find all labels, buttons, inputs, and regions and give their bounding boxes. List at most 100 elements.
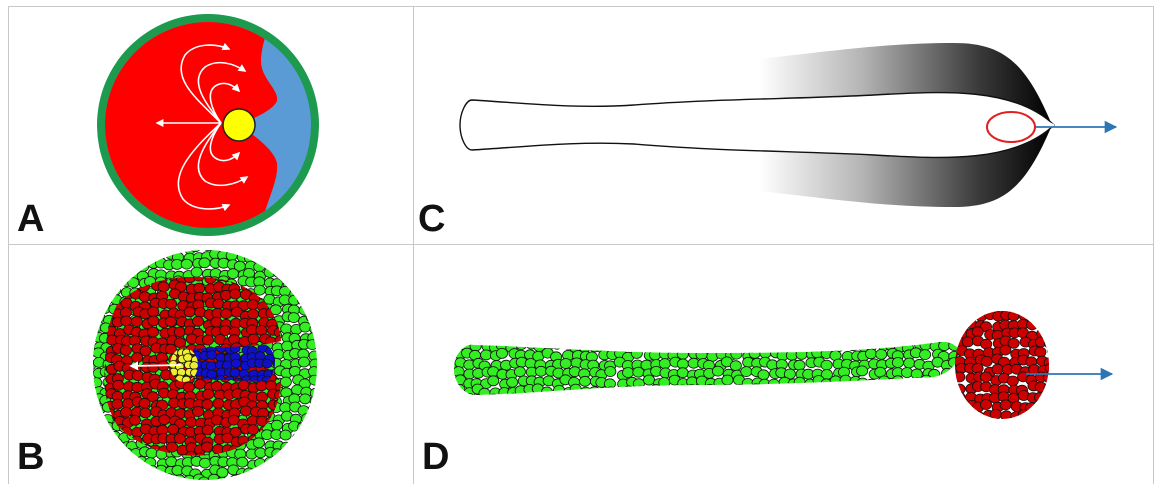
cell [91,245,102,251]
cell [713,393,724,403]
cell [643,341,654,351]
cell [289,468,300,478]
cell [678,333,689,343]
cell [804,394,815,404]
cell [877,333,888,343]
cell [516,340,527,350]
cell [280,245,291,254]
cell [902,331,913,341]
cell [1047,403,1058,413]
cell [306,306,317,316]
cell [813,384,824,394]
yellow-core [223,109,255,141]
cell [192,316,203,326]
elongated-outline [460,93,1054,158]
cell [309,285,320,295]
cell [560,359,571,369]
cell [252,250,263,260]
cell [587,394,598,404]
cell [910,384,921,394]
cell [472,395,483,405]
cell [100,441,111,451]
cell [715,387,726,397]
cell [633,367,644,377]
cell [677,385,688,395]
cell [194,283,205,293]
cell [596,393,607,403]
cell [146,251,157,261]
cell [103,434,114,444]
cell [118,475,129,484]
cell [507,377,518,387]
cell [1047,411,1058,421]
cell [865,349,876,359]
cell [1047,312,1058,322]
cell [301,467,312,477]
cell [920,350,931,360]
cell [1020,303,1031,313]
cell [129,415,140,425]
cell [571,394,582,404]
cell [82,288,93,298]
cell [473,333,484,343]
cell [850,376,861,386]
cell [589,387,600,397]
panel-d-diagram [414,245,1153,484]
cell [704,341,715,351]
cell [277,263,288,273]
cell [1045,391,1056,401]
cell [650,350,661,360]
cell [946,310,957,320]
cell [112,399,123,409]
cell [496,348,507,358]
cell [280,262,291,272]
cell [120,245,131,252]
cell [92,295,103,305]
cell [93,414,104,424]
cell [454,384,465,394]
cell [199,458,210,468]
cell [869,334,880,344]
cell [879,376,890,386]
cell [120,468,131,478]
cell [454,332,465,342]
cell [787,394,798,404]
cell [253,438,264,448]
cell [914,395,925,405]
cell [85,420,96,430]
cell [280,269,291,279]
cell [83,295,94,305]
cell [625,340,636,350]
cell [298,406,309,416]
cell [779,384,790,394]
cell [132,353,143,363]
panel-label-c: C [418,200,445,238]
cell [201,442,212,452]
cell [1035,347,1046,357]
cell [100,286,111,296]
cell [1026,403,1037,413]
cell [128,278,139,288]
cell [82,368,93,378]
cell [138,475,149,484]
cell [102,269,113,279]
cell [138,245,149,250]
cell [633,379,644,389]
cell [272,449,283,459]
cell [954,302,965,312]
cell [93,357,104,367]
cell [190,245,201,252]
cell [857,366,868,376]
cell [812,340,823,350]
cell [821,360,832,370]
cell [680,340,691,350]
cell [203,389,214,399]
cell [109,271,120,281]
cell [93,261,104,271]
cell [292,478,303,484]
cell [972,327,983,337]
cell [596,342,607,352]
cell [84,403,95,413]
cell [307,451,318,461]
cell [128,251,139,261]
